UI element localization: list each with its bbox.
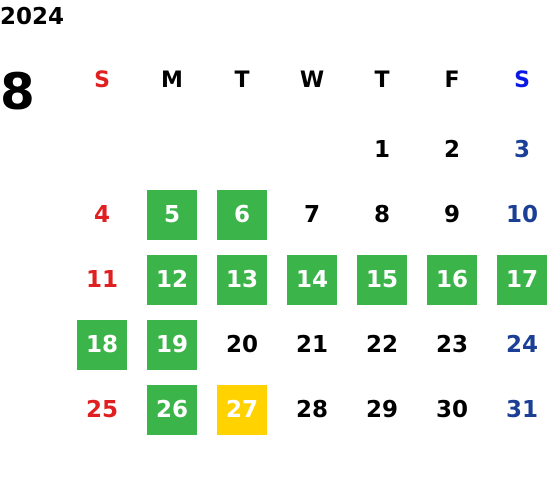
day-cell-highlighted: 13 bbox=[217, 255, 267, 305]
day-cell: 3 bbox=[513, 137, 530, 163]
day-cell-highlighted: 6 bbox=[217, 190, 267, 240]
day-cell: 4 bbox=[93, 202, 110, 228]
day-cell: 24 bbox=[505, 332, 538, 358]
day-cell-highlighted: 17 bbox=[497, 255, 547, 305]
day-cell: 22 bbox=[365, 332, 398, 358]
weekday-header: F bbox=[444, 67, 460, 93]
weekday-header: T bbox=[374, 67, 390, 93]
day-cell-highlighted: 27 bbox=[217, 385, 267, 435]
weekday-header: T bbox=[234, 67, 250, 93]
weekday-header: M bbox=[161, 67, 183, 93]
day-cell: 23 bbox=[435, 332, 468, 358]
day-cell: 25 bbox=[85, 397, 118, 423]
day-cell: 29 bbox=[365, 397, 398, 423]
weekday-header: W bbox=[299, 67, 325, 93]
calendar-year: 2024 bbox=[0, 4, 65, 30]
day-cell: 28 bbox=[295, 397, 328, 423]
day-cell: 7 bbox=[303, 202, 320, 228]
day-cell-highlighted: 12 bbox=[147, 255, 197, 305]
day-cell: 2 bbox=[443, 137, 460, 163]
day-cell: 20 bbox=[225, 332, 258, 358]
day-cell: 1 bbox=[373, 137, 390, 163]
day-cell: 31 bbox=[505, 397, 538, 423]
day-cell: 10 bbox=[505, 202, 538, 228]
day-cell-highlighted: 16 bbox=[427, 255, 477, 305]
day-cell: 30 bbox=[435, 397, 468, 423]
day-cell: 21 bbox=[295, 332, 328, 358]
day-cell-highlighted: 14 bbox=[287, 255, 337, 305]
day-cell-highlighted: 18 bbox=[77, 320, 127, 370]
weekday-header: S bbox=[514, 67, 530, 93]
day-cell: 11 bbox=[85, 267, 118, 293]
day-cell-highlighted: 19 bbox=[147, 320, 197, 370]
day-cell: 8 bbox=[373, 202, 390, 228]
day-cell-highlighted: 26 bbox=[147, 385, 197, 435]
day-cell-highlighted: 5 bbox=[147, 190, 197, 240]
day-cell: 9 bbox=[443, 202, 460, 228]
calendar-month: 8 bbox=[0, 63, 35, 121]
day-cell-highlighted: 15 bbox=[357, 255, 407, 305]
weekday-header: S bbox=[94, 67, 110, 93]
